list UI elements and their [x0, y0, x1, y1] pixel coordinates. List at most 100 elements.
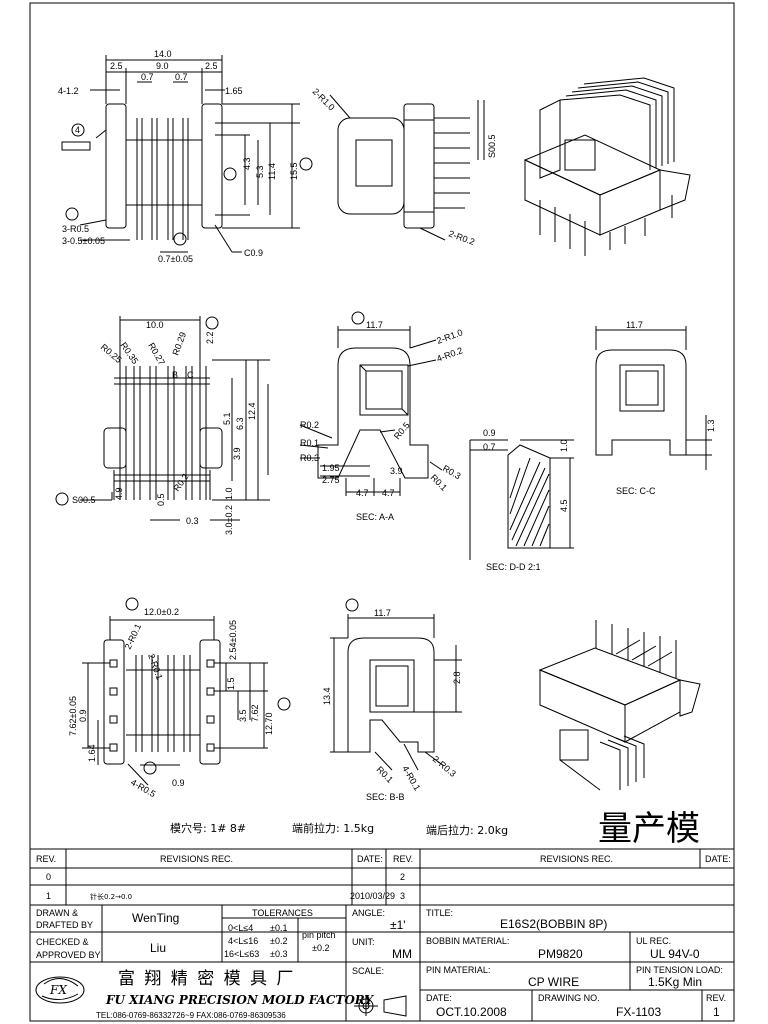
- side-view-labels: 10.0 R0.29 R0.25 R0.35 R0.27 2.2 12.4 6.…: [72, 320, 257, 535]
- top-dim-0-7: 0.7±0.05: [158, 254, 193, 264]
- top-dim-fin-right: 0.7: [175, 72, 188, 82]
- company-name-cn: 富 翔 精 密 模 具 厂: [118, 969, 295, 989]
- rev-row-0-num: 0: [46, 872, 51, 882]
- drawn-label-1: DRAWN &: [36, 908, 78, 918]
- bot-dim-12-70: 12.70: [264, 712, 274, 735]
- side-dim-3-9: 3.9: [232, 447, 242, 460]
- bb-dim-r0-1: R0.1: [375, 764, 396, 785]
- side-letter-b: B: [172, 370, 178, 380]
- title-block-lines: [30, 848, 734, 1021]
- top-view-labels: 14.0 2.5 9.0 2.5 0.7 0.7 4-1.2 1.65 11.4…: [58, 49, 299, 264]
- pin-tension-label: PIN TENSION LOAD:: [636, 965, 723, 975]
- angle-label: ANGLE:: [352, 908, 385, 918]
- aa-dim-1-95: 1.95: [322, 463, 340, 473]
- dd-caption: SEC: D-D 2:1: [486, 562, 541, 572]
- top-dim-flange-right: 2.5: [205, 61, 218, 71]
- title-label: TITLE:: [426, 908, 453, 918]
- drawing-date: OCT.10.2008: [436, 1005, 507, 1019]
- sec-bb-view: [330, 598, 462, 771]
- note-cavity: 模穴号: 1# 8#: [170, 821, 246, 835]
- side-dim-6-3: 6.3: [235, 417, 245, 430]
- company-logo-icon: FX: [35, 976, 85, 1004]
- top-dim-15-5: 15.5: [289, 162, 299, 180]
- iso-view-top: [523, 77, 691, 256]
- sheet-border: [29, 2, 735, 1022]
- drawn-by: WenTing: [132, 911, 179, 925]
- date-label: DATE:: [426, 993, 452, 1003]
- side-dim-s00-5: S00.5: [72, 495, 96, 505]
- aa-dim-11-7: 11.7: [366, 320, 383, 330]
- ul-rating: UL 94V-0: [650, 947, 700, 961]
- bot-dim-1-5: 1.5: [226, 677, 236, 690]
- front-dim-r0-2: 2-R0.2: [447, 228, 476, 247]
- side-dim-0-5: 0.5: [156, 493, 166, 506]
- aa-dim-r0-3b: R0.3: [441, 463, 462, 481]
- top-dim-flange-left: 2.5: [110, 61, 123, 71]
- bb-dim-13-4: 13.4: [322, 687, 332, 705]
- side-dim-r0-29: R0.29: [170, 331, 188, 357]
- bb-dim-2-r0-3: 2-R0.3: [431, 754, 458, 779]
- side-dim-2-2: 2.2: [205, 331, 215, 344]
- sec-dd-labels: 0.9 0.7 1.0 4.5 SEC: D-D 2:1: [483, 428, 569, 572]
- stamp-mass-production: 量产模: [598, 809, 700, 849]
- mid-rev-3: 3: [400, 891, 405, 901]
- drawn-label-2: DRAFTED BY: [36, 920, 93, 930]
- rev-label: REV.: [706, 993, 726, 1003]
- pin-material: CP WIRE: [528, 975, 579, 989]
- drawing-no-label: DRAWING NO.: [538, 993, 600, 1003]
- rev-value: 1: [713, 1005, 720, 1019]
- bb-dim-2-8: 2.8: [452, 671, 462, 684]
- bot-dim-2-r0-1a: 2-R0.1: [123, 622, 143, 651]
- logo-letters: FX: [49, 983, 67, 997]
- top-dim-radius: 4-1.2: [58, 86, 79, 96]
- top-dim-11-4: 11.4: [267, 163, 277, 180]
- sec-dd-view: [469, 439, 574, 560]
- company-contact: TEL:086-0769-86332726~9 FAX:086-0769-863…: [96, 1011, 286, 1020]
- cc-dim-1-3: 1.3: [706, 419, 716, 432]
- projection-symbol-icon: [354, 995, 407, 1017]
- tol-value-1: ±0.2: [270, 936, 287, 946]
- front-dim-s00-5: S00.5: [487, 134, 497, 158]
- side-dim-1-0: 1.0: [224, 487, 234, 500]
- bottom-view: [82, 597, 291, 786]
- hdr-date-right: DATE:: [705, 854, 731, 864]
- drawing-title: E16S2(BOBBIN 8P): [500, 917, 607, 931]
- dd-dim-4-5: 4.5: [559, 499, 569, 512]
- side-dim-r0-35: R0.35: [118, 340, 140, 365]
- notes: 模穴号: 1# 8# 端前拉力: 1.5kg 端后拉力: 2.0kg 量产模: [170, 809, 700, 849]
- checked-label-1: CHECKED &: [36, 937, 89, 947]
- bobbin-material: PM9820: [538, 947, 583, 961]
- angle-value: ±1': [390, 918, 406, 932]
- aa-dim-4-7b: 4.7: [382, 488, 395, 498]
- side-letter-c: C: [187, 370, 194, 380]
- sec-bb-labels: 11.7 13.4 2.8 R0.1 4-R0.1 2-R0.3 SEC: B-…: [322, 608, 462, 802]
- side-dim-0-3: 0.3: [186, 516, 199, 526]
- cc-dim-11-7: 11.7: [626, 320, 643, 330]
- bb-dim-11-7: 11.7: [374, 608, 391, 618]
- pin-pitch-label: pin pitch: [302, 930, 336, 940]
- bot-dim-3-5: 3.5: [238, 709, 248, 722]
- sec-aa-labels: 11.7 2-R1.0 4-R0.2 R0.2 R0.1 R0.3 R0.5 R…: [300, 320, 464, 522]
- pin-material-label: PIN MATERIAL:: [426, 965, 490, 975]
- unit-value: MM: [392, 947, 412, 961]
- top-dim-core: 9.0: [156, 61, 169, 71]
- bot-dim-0-9: 0.9: [78, 709, 88, 722]
- bobbin-material-label: BOBBIN MATERIAL:: [426, 936, 509, 946]
- bot-dim-0-9b: 0.9: [172, 778, 185, 788]
- pin-pitch-tol: ±0.2: [312, 943, 329, 953]
- iso-view-bottom: [538, 620, 701, 791]
- top-dim-width: 14.0: [154, 49, 172, 59]
- side-dim-3-0: 3.0±0.2: [224, 505, 234, 535]
- bot-dim-7-62a: 7.62±0.05: [68, 696, 78, 736]
- bb-dim-4-r0-1: 4-R0.1: [400, 764, 422, 792]
- bot-dim-12: 12.0±0.2: [144, 607, 179, 617]
- side-view: [55, 316, 270, 521]
- aa-dim-r0-2b: R0.2: [300, 420, 319, 430]
- bot-dim-7-62b: 7.62: [250, 704, 260, 722]
- tol-value-0: ±0.1: [270, 923, 287, 933]
- front-dim-r1: 2-R1.0: [311, 86, 337, 112]
- rev-row-1-text: 针长0.2→0.0: [90, 892, 132, 901]
- hdr-revisions-right: REVISIONS REC.: [540, 854, 613, 864]
- tol-range-1: 4<L≤16: [228, 936, 258, 946]
- sec-cc-view: [595, 326, 712, 470]
